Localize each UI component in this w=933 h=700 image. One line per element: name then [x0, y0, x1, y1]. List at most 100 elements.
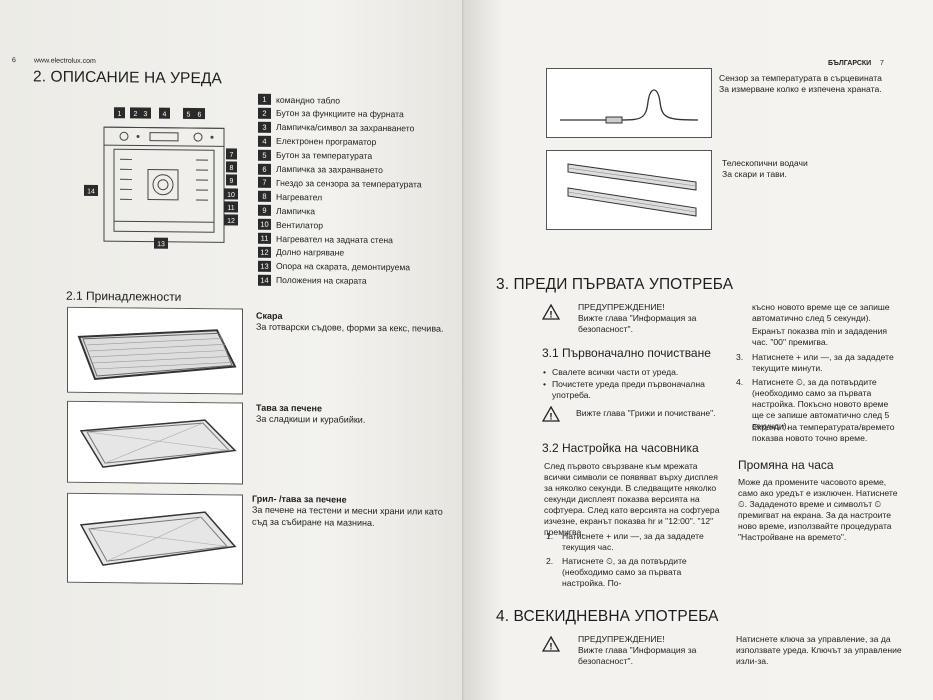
svg-text:!: ! — [550, 310, 553, 320]
legend-number: 9 — [258, 204, 271, 217]
s32-step2-num: 2. — [546, 556, 554, 566]
svg-text:10: 10 — [227, 192, 235, 199]
s32-title: 3.2 Настройка на часовника — [542, 441, 699, 455]
accessory-1-desc: За готварски съдове, форми за кекс, печи… — [256, 321, 444, 334]
step3: Натиснете + или —, за да зададете текущи… — [752, 352, 894, 373]
page-number-right: 7 — [880, 60, 884, 67]
legend-number: 1 — [258, 93, 271, 105]
legend-row: 5 Бутон за температурата — [258, 148, 372, 162]
svg-text:6: 6 — [198, 112, 202, 119]
step3-num: 3. — [736, 352, 744, 362]
step4-num: 4. — [736, 377, 744, 387]
legend-label: Опора на скарата, демонтируема — [276, 261, 411, 273]
s32-step2: Натиснете ⏲, за да потвърдите (необходим… — [562, 556, 687, 588]
svg-text:11: 11 — [227, 205, 234, 212]
legend-label: Бутон за температурата — [276, 149, 373, 161]
s31-bullet-1: Свалете всички части от уреда. — [543, 367, 718, 378]
svg-text:5: 5 — [187, 111, 191, 118]
warning-text: Вижте глава "Информация за безопасност". — [578, 313, 697, 334]
section-title-3: 3. ПРЕДИ ПЪРВАТА УПОТРЕБА — [496, 276, 734, 293]
legend-number: 8 — [258, 190, 271, 203]
section-title-4: 4. ВСЕКИДНЕВНА УПОТРЕБА — [496, 608, 719, 625]
legend-label: Нагревател — [276, 191, 323, 203]
legend-row: 4 Електронен програматор — [258, 134, 376, 148]
legend-label: Положения на скарата — [276, 275, 367, 287]
warning2-label: ПРЕДУПРЕЖДЕНИЕ! — [578, 634, 665, 644]
legend-row: 14 Положения на скарата — [258, 273, 367, 287]
legend-row: 13 Опора на скарата, демонтируема — [258, 259, 410, 274]
s31-title: 3.1 Първоначално почистване — [542, 346, 711, 360]
s31-bullet-2: Почистете уреда преди първоначална употр… — [543, 379, 712, 401]
legend-number: 12 — [258, 246, 271, 258]
legend-label: Долно нагряване — [276, 247, 345, 258]
legend-label: Вентилатор — [276, 219, 323, 230]
s32-step1: Натиснете + или —, за да зададете текущи… — [562, 531, 704, 552]
svg-text:4: 4 — [163, 111, 167, 118]
legend-number: 14 — [258, 274, 271, 286]
svg-text:8: 8 — [230, 165, 234, 172]
svg-text:!: ! — [550, 412, 553, 422]
oven-diagram: 1 2 3 4 5 6 7 8 9 10 11 12 14 13 — [84, 107, 238, 249]
svg-text:2: 2 — [134, 111, 138, 118]
website: www.electrolux.com — [34, 57, 96, 66]
rails-desc: За скари и тави. — [722, 169, 787, 179]
s4-text: Натиснете ключа за управление, за да изп… — [736, 634, 902, 666]
legend-label: Електронен програматор — [276, 136, 377, 148]
baking-tray-image — [67, 400, 243, 485]
page-number-left: 6 — [12, 57, 16, 65]
svg-text:3: 3 — [144, 111, 148, 118]
rails-title: Телескопични водачи — [722, 158, 808, 168]
svg-text:1: 1 — [118, 111, 122, 118]
legend-number: 13 — [258, 260, 271, 272]
accessory-1-name: Скара — [256, 310, 283, 321]
s32-para: След първото свързване към мрежата всичк… — [544, 461, 720, 537]
grill-pan-image — [67, 492, 243, 585]
step4: Натиснете ⏲, за да потвърдите (необходим… — [752, 377, 890, 431]
accessories-title: 2.1 Принадлежности — [66, 288, 182, 304]
legend-label: Лампичка за захранването — [276, 163, 383, 176]
change-time-para: Може да промените часовото време, само а… — [738, 477, 898, 542]
sensor-desc: За измерване колко е изпечена храната. — [719, 84, 882, 94]
warning-icon: ! — [542, 304, 560, 320]
legend-row: 11 Нагревател на задната стена — [258, 232, 393, 246]
legend-row: 8 Нагревател — [258, 190, 322, 204]
legend-label: Нагревател на задната стена — [276, 233, 393, 245]
wire-rack-image — [67, 306, 243, 395]
legend-number: 4 — [258, 135, 271, 147]
legend-number: 7 — [258, 177, 271, 189]
legend-row: 12 Долно нагряване — [258, 246, 344, 260]
svg-text:9: 9 — [230, 178, 234, 185]
right-page: БЪЛГАРСКИ 7 Сензор за температурата в съ… — [466, 0, 933, 700]
s32-step1-num: 1. — [546, 531, 554, 541]
warning2-text: Вижте глава "Информация за безопасност". — [578, 645, 697, 666]
legend-label: Гнездо за сензора за температурата — [276, 177, 422, 190]
warning-label: ПРЕДУПРЕЖДЕНИЕ! — [578, 302, 665, 312]
legend-number: 3 — [258, 121, 271, 133]
col2-cont: късно новото време ще се запише автомати… — [752, 302, 890, 323]
telescopic-rails-image — [546, 150, 712, 230]
svg-text:13: 13 — [157, 241, 165, 248]
change-time-title: Промяна на часа — [738, 458, 834, 472]
legend-label: Бутон за функциите на фурната — [276, 108, 404, 120]
svg-text:!: ! — [550, 642, 553, 652]
legend-number: 11 — [258, 232, 271, 244]
svg-text:12: 12 — [227, 218, 235, 225]
temperature-sensor-image — [546, 68, 712, 138]
section-title-2: 2. ОПИСАНИЕ НА УРЕДА — [33, 68, 222, 88]
step4-note: Екранът на температурата/времето показва… — [752, 422, 895, 443]
svg-text:7: 7 — [230, 152, 234, 159]
svg-text:14: 14 — [87, 188, 95, 195]
legend-number: 5 — [258, 149, 271, 161]
col2-min: Екранът показва min и зададения час. "00… — [752, 326, 888, 347]
accessory-2-desc: За сладкиши и курабийки. — [256, 413, 366, 425]
legend-row: 7 Гнездо за сензора за температурата — [258, 176, 422, 191]
legend-label: Лампичка — [276, 205, 315, 216]
language-label: БЪЛГАРСКИ — [828, 60, 872, 67]
warning-icon-2: ! — [542, 406, 560, 422]
